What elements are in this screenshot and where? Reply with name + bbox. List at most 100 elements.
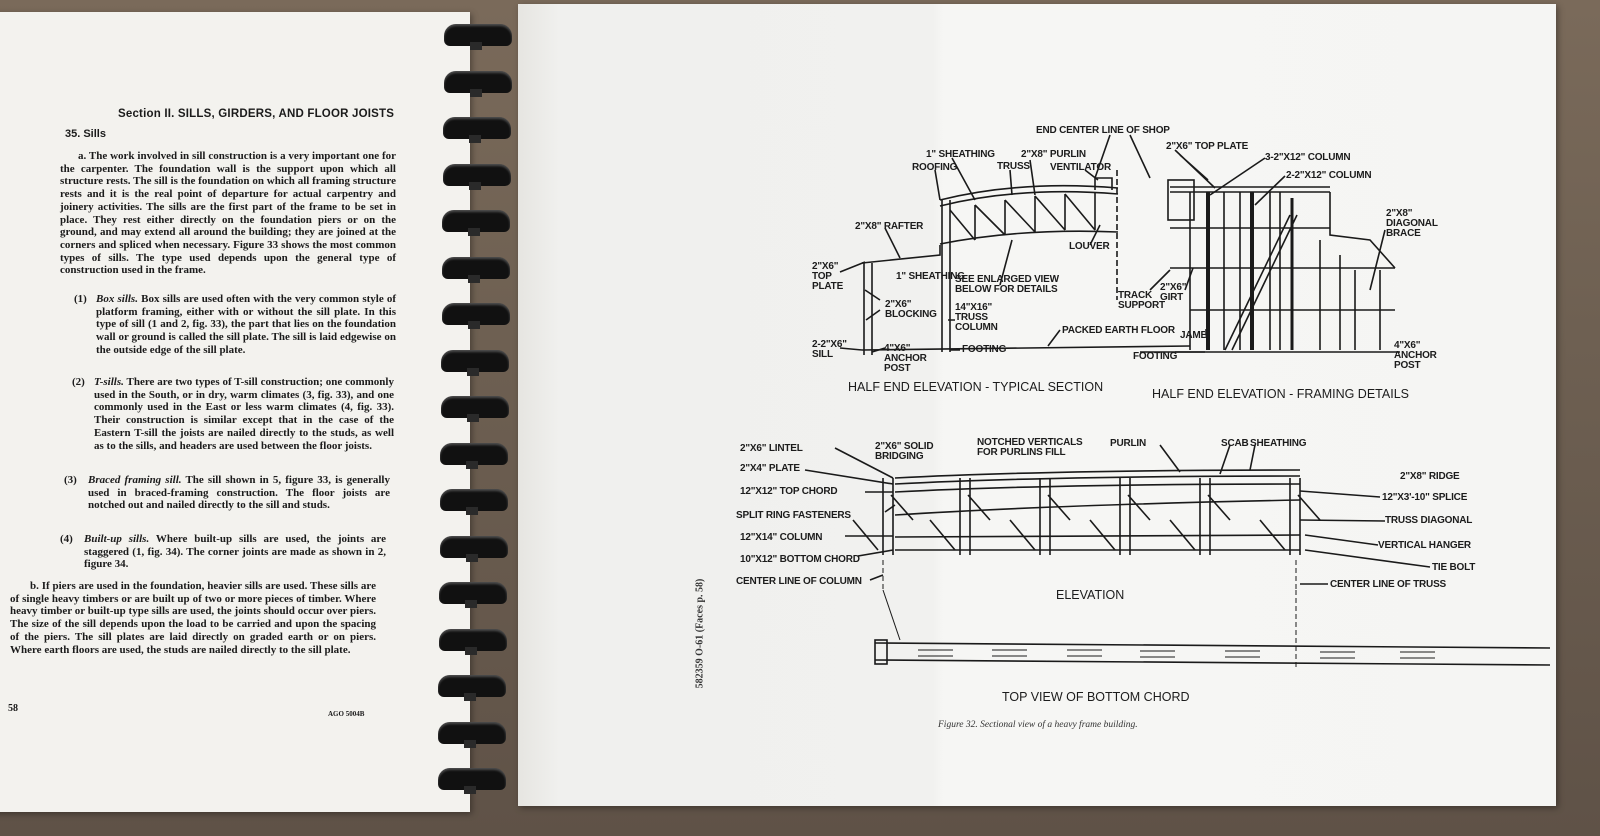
diagram-label: PURLIN [1110,438,1147,449]
truss-member [929,478,991,555]
bottom-chord-top-view [874,589,1551,670]
diagram-label: 12"X12" TOP CHORD [740,486,838,497]
binding-coil [437,768,508,794]
truss-member [852,478,914,555]
framing-details-drawing [1140,149,1400,353]
section-heading: Section II. SILLS, GIRDERS, AND FLOOR JO… [118,108,395,120]
paragraph-b: b. If piers are used in the foundation, … [10,580,376,656]
truss-member [1009,478,1071,555]
item-number: (3) [64,474,77,486]
diagram-label: 12"X14" COLUMN [740,532,823,543]
list-item: (3) Braced framing sill. The sill shown … [64,474,390,512]
binding-coil [438,721,508,748]
diagram-label: TRUSS [997,161,1030,172]
binding-coil [442,163,513,190]
diagram-label: SPLIT RING FASTENERS [736,510,851,521]
item-title: Built-up sills. [84,533,150,545]
diagram-label: 2"X8" DIAGONAL BRACE [1386,208,1438,239]
item-title: Box sills. [96,293,138,305]
diagram-label: TIE BOLT [1432,562,1476,573]
left-page [0,12,470,812]
diagram-label: 2"X8" RAFTER [855,221,924,232]
paragraph-a: a. The work involved in sill constructio… [60,150,396,277]
binding-coil [441,349,511,376]
binding-coil [443,70,514,97]
diagram-label: 2"X8" RIDGE [1400,471,1460,482]
diagram-label: VENTILATOR [1050,162,1111,173]
item-number: (2) [72,376,85,388]
diagram-label: NOTCHED VERTICALS FOR PURLINS FILL [977,437,1083,458]
diagram-label: 4"X6" ANCHOR POST [884,343,927,374]
diagram-label: 2"X6" GIRT [1160,282,1187,303]
truss-member [1169,478,1231,555]
elevation-title: ELEVATION [1056,588,1125,602]
framing-details-title: HALF END ELEVATION - FRAMING DETAILS [1152,387,1409,401]
diagram-label: 2-2"X12" COLUMN [1286,170,1372,181]
item-text: The sill shown in 5, figure 33, is gener… [88,474,390,512]
list-item: (4) Built-up sills. Where built-up sills… [60,533,386,571]
diagram-label: 2"X6" TOP PLATE [1166,141,1249,152]
item-number: (4) [60,533,73,545]
binding-coil [442,256,512,283]
diagram-label: PACKED EARTH FLOOR [1062,325,1175,336]
diagram-label: VERTICAL HANGER [1378,540,1471,551]
binding-coil [440,396,511,422]
diagram-label: 2"X8" PURLIN [1021,149,1086,160]
binding-coil [439,582,509,608]
binding-coil [439,535,510,562]
diagram-label: 14"X16" TRUSS COLUMN [955,302,998,333]
diagram-label: TRACK SUPPORT [1118,290,1165,311]
diagram-label: CENTER LINE OF TRUSS [1330,579,1447,590]
diagram-label: FOOTING [962,344,1007,355]
bottom-chord-title: TOP VIEW OF BOTTOM CHORD [1002,690,1190,704]
diagram-label: JAMB [1180,330,1208,341]
item-text: There are two types of T-sill constructi… [94,376,394,452]
item-text: Where built-up sills are used, the joint… [84,533,386,571]
subheading: 35. Sills [65,128,106,140]
diagram-label: 10"X12" BOTTOM CHORD [740,554,860,565]
footer-code: AGO 5004B [328,710,365,718]
binding-coil [442,210,512,236]
list-item: (2) T-sills. There are two types of T-si… [72,376,394,452]
typical-section-drawing [839,134,1191,355]
item-title: Braced framing sill. [88,474,182,486]
right-page [518,4,1556,806]
diagram-label: END CENTER LINE OF SHOP [1036,125,1170,136]
item-number: (1) [74,293,87,305]
binding-coil [440,442,510,469]
truss-member [1259,478,1321,555]
diagram-label: 2"X6" TOP PLATE [812,261,844,292]
diagram-label: 1" SHEATHING [926,149,995,160]
list-item: (1) Box sills. Box sills are used often … [74,293,397,357]
diagram-label: SEE ENLARGED VIEW BELOW FOR DETAILS [955,274,1059,295]
binding-coil [440,489,510,515]
side-note: 582359 O-61 (Faces p. 58) [694,578,706,689]
item-text: Box sills are used often with the very c… [96,293,397,356]
binding-coil [441,303,512,329]
truss-member [1089,478,1151,555]
page-number: 58 [8,703,18,714]
binding-coil [438,628,509,655]
item-title: T-sills. [94,376,124,388]
diagram-label: SCAB [1221,438,1249,449]
diagram-label: 2"X4" PLATE [740,463,800,474]
figure-caption: Figure 32. Sectional view of a heavy fra… [938,720,1138,730]
diagram-label: FOOTING [1133,351,1178,362]
diagram-label: 4"X6" ANCHOR POST [1394,340,1437,371]
diagram-label: TRUSS DIAGONAL [1385,515,1473,526]
diagram-label: LOUVER [1069,241,1110,252]
diagram-label: 2"X6" SOLID BRIDGING [875,441,934,462]
binding-coil [444,24,514,50]
diagram-label: 3-2"X12" COLUMN [1265,152,1351,163]
diagram-label: 12"X3'-10" SPLICE [1382,492,1468,503]
diagram-label: 1" SHEATHING [896,271,965,282]
diagram-label: 2"X6" LINTEL [740,443,803,454]
typical-section-title: HALF END ELEVATION - TYPICAL SECTION [848,380,1104,394]
diagram-label: 2"X6" BLOCKING [885,299,937,320]
elevation-drawing [804,444,1431,590]
diagram-label: CENTER LINE OF COLUMN [736,576,862,587]
diagram-label: ROOFING [912,162,958,173]
binding-coil [443,117,513,143]
binding-coil [438,675,508,701]
